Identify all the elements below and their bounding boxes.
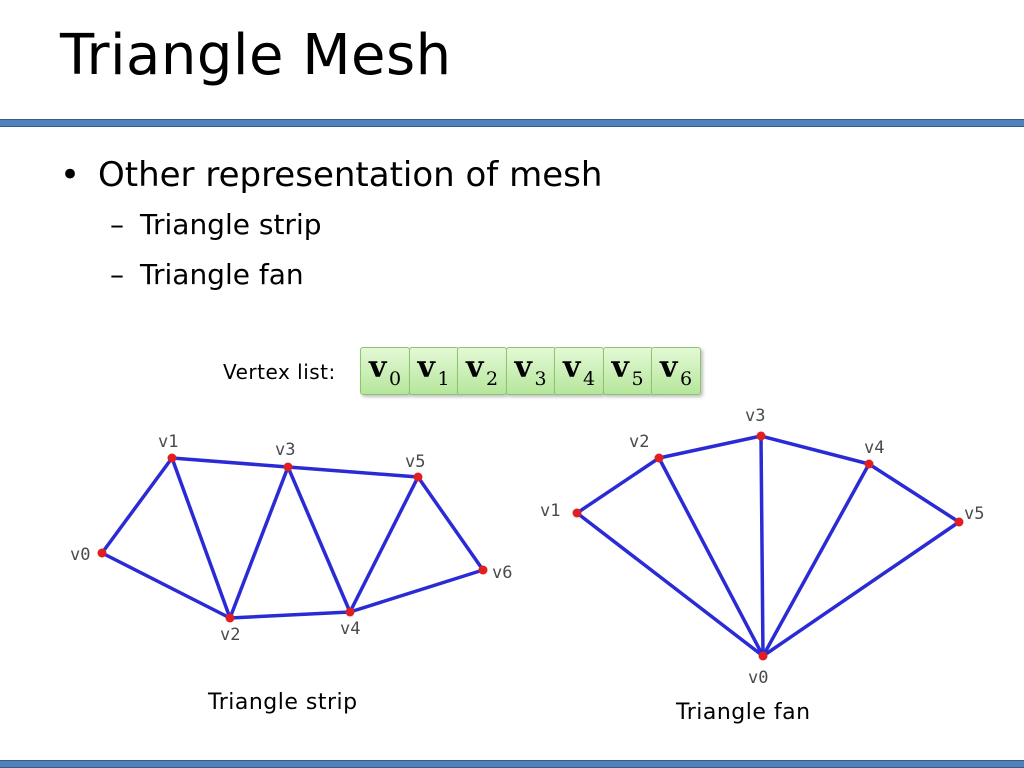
vertex-label: v4 [864,438,884,458]
vertex-label: v5 [964,504,984,524]
mesh-edge [170,456,232,620]
mesh-edge [761,520,961,658]
mesh-edge [170,456,290,469]
vertex-subscript: 6 [680,368,693,390]
vertex-label: v0 [70,545,90,565]
vertex-dot [225,613,235,623]
vertex-dot [167,453,177,463]
vertex-letter: v [369,350,387,385]
vertex-letter: v [563,350,581,385]
vertex-dot [864,459,874,469]
mesh-edge [657,456,765,658]
vertex-label: v4 [340,619,360,639]
vertex-subscript: 3 [534,368,547,390]
mesh-edge [348,568,485,614]
vertex-letter: v [611,350,629,385]
vertex-dot [756,431,766,441]
slide-title: Triangle Mesh [60,23,452,88]
vertex-letter: v [466,350,484,385]
mesh-edge [348,475,420,614]
vertex-letter: v [417,350,435,385]
vertex-dot [345,607,355,617]
title-divider [0,119,1024,127]
mesh-edge [228,465,290,620]
vertex-letter: v [514,350,532,385]
sub-bullet-text: Triangle fan [140,258,304,291]
vertex-subscript: 5 [631,368,644,390]
bullet-text: Other representation of mesh [98,155,603,195]
vertex-subscript: 0 [389,368,402,390]
mesh-edge [867,462,961,524]
vertex-dot [572,508,582,518]
vertex-dot [97,548,107,558]
vertex-subscript: 4 [583,368,596,390]
sub-bullet-text: Triangle strip [140,208,322,241]
mesh-edge [575,511,765,658]
sub-bullet-item: – Triangle strip [110,200,602,250]
mesh-edge [657,434,763,460]
mesh-edge [761,462,871,658]
mesh-edge [228,610,352,620]
vertex-label: v2 [220,625,240,645]
mesh-edge [759,434,871,466]
vertex-label: v2 [629,432,649,452]
vertex-dot [654,453,664,463]
footer-divider [0,760,1024,768]
bullet-marker: • [60,155,81,195]
mesh-edge [416,475,485,572]
vertex-label: v0 [748,668,768,688]
vertex-list-label: Vertex list: [223,360,336,384]
fan-caption: Triangle fan [676,700,811,725]
bullet-item: • Other representation of mesh [60,150,602,200]
vertex-subscript: 2 [486,368,499,390]
triangle-fan-diagram: v0 v1 v2 v3 v4 v5 [540,406,984,688]
dash-marker: – [110,258,124,291]
vertex-label: v3 [275,440,295,460]
vertex-letter: v [660,350,678,385]
vertex-dot [758,651,768,661]
bullet-list: • Other representation of mesh – Triangl… [60,150,602,300]
vertex-dot [478,565,488,575]
mesh-edge [286,465,420,479]
vertex-subscript: 1 [437,368,450,390]
strip-caption: Triangle strip [208,690,358,715]
mesh-edge [286,465,352,614]
vertex-dot [954,517,964,527]
vertex-label: v3 [745,406,765,426]
mesh-edge [759,434,765,658]
vertex-dot [413,472,423,482]
triangle-strip-diagram: v0 v1 v2 v3 v4 v5 v6 [70,432,512,645]
vertex-label: v6 [492,563,512,583]
vertex-label: v5 [405,452,425,472]
mesh-edge [100,551,232,620]
vertex-label: v1 [540,501,560,521]
vertex-dot [283,462,293,472]
sub-bullet-item: – Triangle fan [110,250,602,300]
mesh-edge [575,456,661,515]
mesh-edge [100,456,174,555]
dash-marker: – [110,208,124,241]
vertex-label: v1 [158,432,178,452]
